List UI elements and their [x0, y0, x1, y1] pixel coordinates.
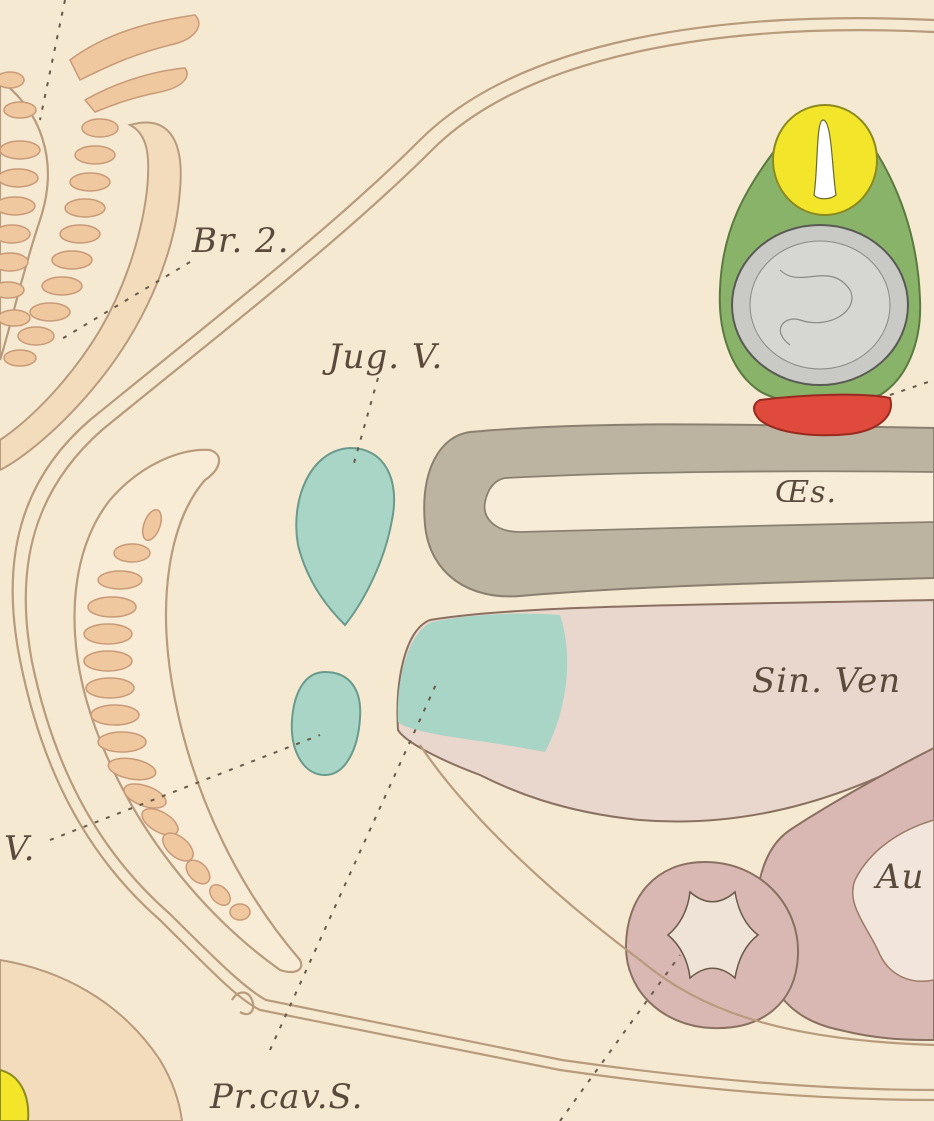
label-sinus-venosus: Sin. Ven [752, 661, 901, 701]
label-atrium: Au [873, 857, 924, 897]
label-oesophagus: Œs. [775, 475, 837, 510]
label-pr-cav-s: Pr.cav.S. [209, 1077, 363, 1117]
label-jug-v: Jug. V. [322, 337, 443, 377]
oesophagus [424, 424, 934, 596]
label-v: V. [4, 829, 35, 869]
sinus-venosus-teal [398, 614, 567, 752]
label-br2: Br. 2. [191, 221, 290, 261]
